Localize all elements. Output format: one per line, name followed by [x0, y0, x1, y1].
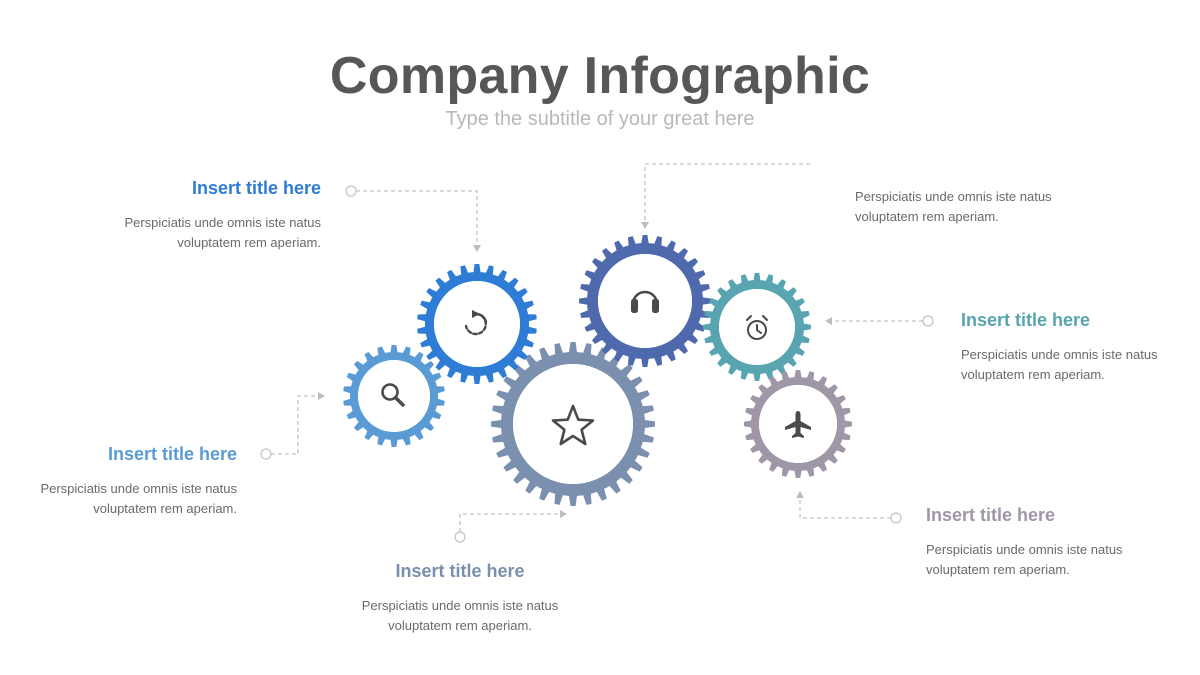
info-block-3-title: Insert title here: [961, 310, 1091, 330]
star-icon: [551, 404, 595, 446]
gear-center-g5: [513, 364, 633, 484]
arrowhead-b4: [318, 392, 325, 400]
connector-dot-b1: [345, 185, 357, 197]
info-block-1-description: Perspiciatis unde omnis iste natus volup…: [81, 213, 321, 253]
connector-dot-b5: [454, 531, 466, 543]
arrowhead-b2: [641, 222, 649, 229]
page-subtitle: Type the subtitle of your great here: [445, 108, 755, 130]
info-block-5-desc-line2: voluptatem rem aperiam.: [388, 618, 532, 633]
connector-dot-b6: [890, 512, 902, 524]
info-block-6-description: Perspiciatis unde omnis iste natus volup…: [926, 540, 1166, 580]
info-block-6: Insert title here Perspiciatis unde omni…: [926, 505, 1166, 580]
info-block-5-title: Insert title here: [395, 561, 525, 581]
info-block-4-desc-line1: Perspiciatis unde omnis iste natus: [40, 481, 237, 496]
info-block-4-description: Perspiciatis unde omnis iste natus volup…: [0, 479, 237, 519]
info-block-5-desc-line1: Perspiciatis unde omnis iste natus: [361, 598, 559, 613]
info-block-4-desc-line2: voluptatem rem aperiam.: [93, 501, 237, 516]
arrowhead-b5: [560, 510, 567, 518]
info-block-3-description: Perspiciatis unde omnis iste natus volup…: [961, 345, 1200, 385]
gear-alarm-clock: [703, 273, 811, 381]
info-block-6-desc-line2: voluptatem rem aperiam.: [926, 562, 1070, 577]
info-block-2-desc-line1: Perspiciatis unde omnis iste natus: [855, 189, 1052, 204]
alarm-clock-icon: [746, 315, 768, 340]
info-block-5: Insert title here Perspiciatis unde omni…: [340, 561, 580, 636]
info-block-1-desc-line1: Perspiciatis unde omnis iste natus: [124, 215, 321, 230]
arrowhead-b6: [796, 491, 804, 498]
info-block-1: Insert title here Perspiciatis unde omni…: [81, 178, 321, 253]
info-block-2: Perspiciatis unde omnis iste natus volup…: [855, 187, 1095, 227]
airplane-icon: [785, 411, 811, 438]
gear-center-g1: [434, 281, 520, 367]
headphones-icon: [631, 290, 659, 313]
info-block-3-desc-line1: Perspiciatis unde omnis iste natus: [961, 347, 1158, 362]
gear-center-g2: [598, 254, 692, 348]
info-block-6-desc-line1: Perspiciatis unde omnis iste natus: [926, 542, 1123, 557]
connector-b2: [644, 163, 810, 222]
connector-dot-b3: [922, 315, 934, 327]
arrowhead-b3: [825, 317, 832, 325]
connector-b4: [271, 395, 318, 455]
refresh-icon: [464, 310, 488, 336]
search-icon: [381, 383, 405, 407]
info-block-3-desc-line2: voluptatem rem aperiam.: [961, 367, 1105, 382]
info-block-5-description: Perspiciatis unde omnis iste natus volup…: [340, 596, 580, 636]
arrowhead-b1: [473, 245, 481, 252]
connector-dot-b4: [260, 448, 272, 460]
info-block-4-title: Insert title here: [107, 444, 237, 464]
page-title: Company Infographic: [329, 47, 871, 105]
info-block-6-title: Insert title here: [926, 505, 1056, 525]
info-block-1-title: Insert title here: [191, 178, 321, 198]
info-block-2-desc-line2: voluptatem rem aperiam.: [855, 209, 999, 224]
gear-center-g4: [358, 360, 430, 432]
connector-b5: [459, 513, 560, 532]
info-block-1-desc-line2: voluptatem rem aperiam.: [177, 235, 321, 250]
info-block-2-description: Perspiciatis unde omnis iste natus volup…: [855, 187, 1095, 227]
info-block-4: Insert title here Perspiciatis unde omni…: [0, 444, 237, 519]
connector-b6: [799, 498, 891, 519]
connector-b1: [356, 190, 478, 245]
info-block-3: Insert title here Perspiciatis unde omni…: [961, 310, 1200, 385]
